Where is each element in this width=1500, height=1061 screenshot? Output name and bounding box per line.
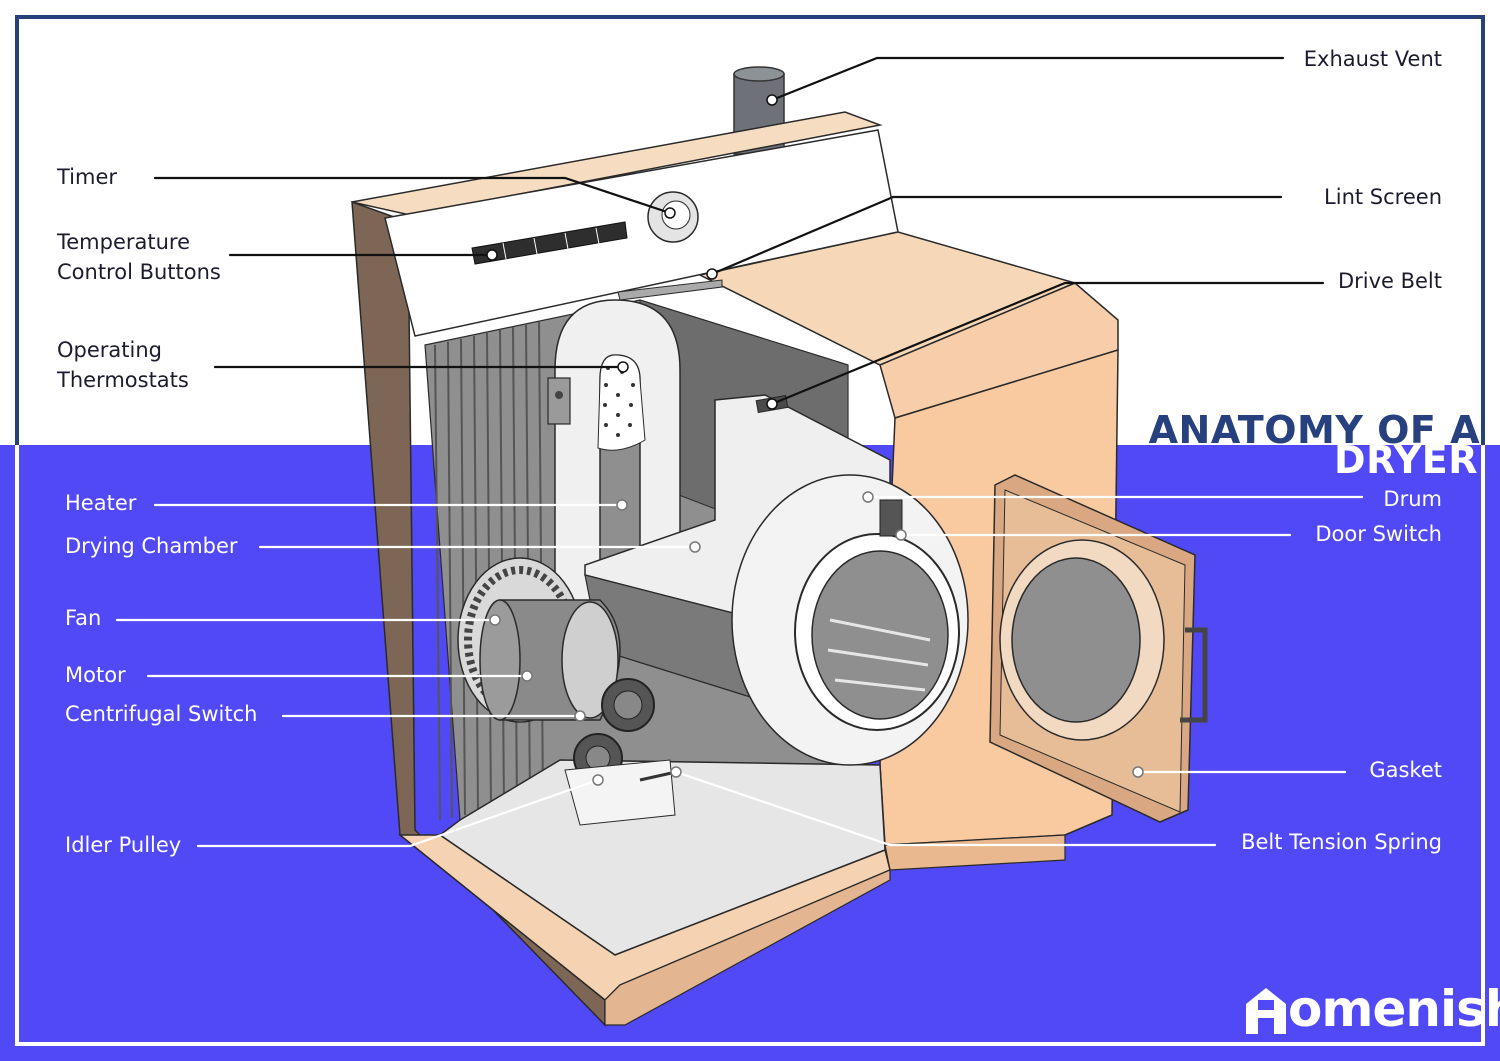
button-dividers bbox=[502, 227, 600, 260]
dryer-illustration bbox=[351, 66, 1208, 1027]
bottom-frame bbox=[15, 445, 1485, 1046]
house-h-icon bbox=[1246, 988, 1286, 1034]
label-belt-tension-spring: Belt Tension Spring bbox=[1241, 830, 1442, 854]
thermostat-bracket bbox=[547, 377, 571, 425]
label-gasket: Gasket bbox=[1369, 758, 1442, 782]
drum-baffles bbox=[827, 618, 931, 692]
door-glass bbox=[1011, 557, 1141, 723]
top-frame bbox=[15, 15, 1485, 445]
tension-spring-part bbox=[639, 770, 677, 782]
label-motor: Motor bbox=[65, 663, 126, 687]
motor-fins bbox=[561, 601, 619, 719]
leader-idler-pulley bbox=[196, 778, 600, 848]
leader-timer bbox=[153, 176, 672, 215]
thermostat-panel bbox=[597, 354, 646, 451]
label-drum: Drum bbox=[1383, 487, 1442, 511]
cabinet-top-right bbox=[879, 282, 1119, 419]
temperature-buttons-part bbox=[471, 221, 628, 265]
title-line2: DRYER bbox=[1334, 438, 1478, 482]
cabinet-base-lip bbox=[604, 869, 891, 1026]
brand-logo: omenish bbox=[1244, 980, 1500, 1038]
title-line1: ANATOMY OF A bbox=[1148, 408, 1480, 452]
label-exhaust-vent: Exhaust Vent bbox=[1303, 47, 1442, 71]
door-handle bbox=[1180, 627, 1208, 723]
brand-name: omenish bbox=[1288, 980, 1500, 1038]
motor-end bbox=[479, 599, 521, 721]
leader-lines bbox=[115, 56, 1364, 848]
drum-opening bbox=[811, 550, 949, 720]
label-temperature-line2: Control Buttons bbox=[57, 260, 221, 284]
label-drive-belt: Drive Belt bbox=[1337, 269, 1442, 293]
label-heater: Heater bbox=[65, 491, 137, 515]
label-drying-chamber: Drying Chamber bbox=[65, 534, 238, 558]
label-timer: Timer bbox=[57, 165, 118, 189]
label-centrifugal-switch: Centrifugal Switch bbox=[65, 702, 258, 726]
thermostat-screw bbox=[555, 391, 563, 399]
leader-exhaust-vent bbox=[770, 56, 1285, 102]
label-temperature-line1: Temperature bbox=[57, 230, 191, 254]
label-lint-screen: Lint Screen bbox=[1324, 185, 1442, 209]
leader-lint-screen bbox=[710, 195, 1283, 276]
pulley-mount-plate bbox=[564, 759, 676, 826]
label-idler-pulley: Idler Pulley bbox=[65, 833, 182, 857]
leader-endpoints bbox=[486, 94, 1144, 786]
cabinet-top-edge bbox=[351, 111, 883, 216]
label-thermostats-line2: Thermostats bbox=[57, 368, 189, 392]
lint-screen-slot bbox=[617, 279, 723, 301]
label-fan: Fan bbox=[65, 606, 102, 630]
label-door-switch: Door Switch bbox=[1315, 522, 1442, 546]
leader-drive-belt bbox=[770, 281, 1325, 406]
leader-belt-tension-spring bbox=[674, 770, 1217, 847]
door-switch-part bbox=[879, 499, 903, 537]
label-thermostats-line1: Operating bbox=[57, 338, 162, 362]
